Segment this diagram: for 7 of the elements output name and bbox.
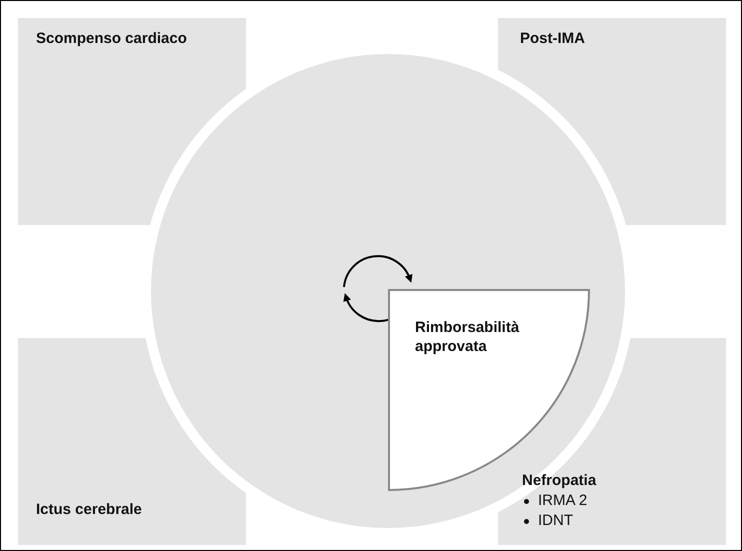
panel-title: Scompenso cardiaco (36, 30, 187, 47)
bullet-item: IDNT (538, 512, 573, 529)
sector-label: Rimborsabilità approvata (415, 318, 520, 356)
panel-title: Ictus cerebrale (36, 501, 142, 518)
bullet-item: IRMA 2 (538, 492, 588, 509)
panel-title: Post-IMA (520, 30, 585, 47)
panel-title: Nefropatia (522, 472, 596, 489)
